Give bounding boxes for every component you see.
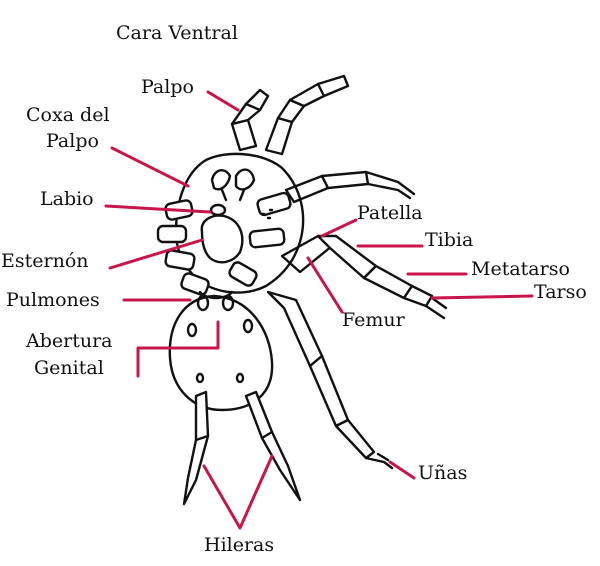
label-metatarso: Metatarso: [471, 258, 570, 280]
label-tibia: Tibia: [425, 229, 474, 251]
label-hileras: Hileras: [204, 534, 275, 556]
leader-palpo: [206, 90, 240, 112]
label-coxa-palpo-line1: Coxa del: [26, 104, 110, 126]
label-femur: Femur: [342, 309, 405, 331]
title: Cara Ventral: [116, 22, 238, 44]
leader-hileras: [202, 454, 274, 530]
sternum-shape: [200, 214, 244, 264]
leg-front-right: [280, 234, 448, 320]
label-unas: Uñas: [418, 462, 468, 484]
leader-coxa-palpo: [110, 146, 190, 188]
leader-femur: [306, 256, 344, 314]
leader-tarso: [430, 294, 534, 300]
leg-mid-right: [284, 170, 416, 204]
leader-labio: [104, 204, 212, 214]
label-patella: Patella: [357, 202, 423, 224]
label-labio: Labio: [40, 188, 94, 210]
label-abertura-line2: Genital: [34, 357, 104, 379]
abdomen-outline: [168, 294, 274, 412]
label-esternon: Esternón: [1, 250, 89, 272]
spinnerets: [182, 390, 302, 506]
label-coxa-palpo-line2: Palpo: [46, 130, 99, 152]
leader-patella: [320, 218, 358, 238]
label-abertura-line1: Abertura: [26, 330, 113, 352]
labium-shape: [209, 203, 227, 217]
leader-unas: [388, 460, 416, 480]
leader-abertura: [136, 320, 220, 378]
leg-upper-right: [264, 74, 350, 156]
label-tarso: Tarso: [534, 281, 587, 303]
leader-esternon: [108, 238, 204, 270]
spider-body: [156, 74, 448, 506]
label-palpo: Palpo: [141, 76, 194, 98]
palp: [230, 88, 270, 152]
label-pulmones: Pulmones: [6, 289, 100, 311]
leg-rear-right: [266, 290, 394, 470]
leader-lines: [104, 90, 534, 530]
